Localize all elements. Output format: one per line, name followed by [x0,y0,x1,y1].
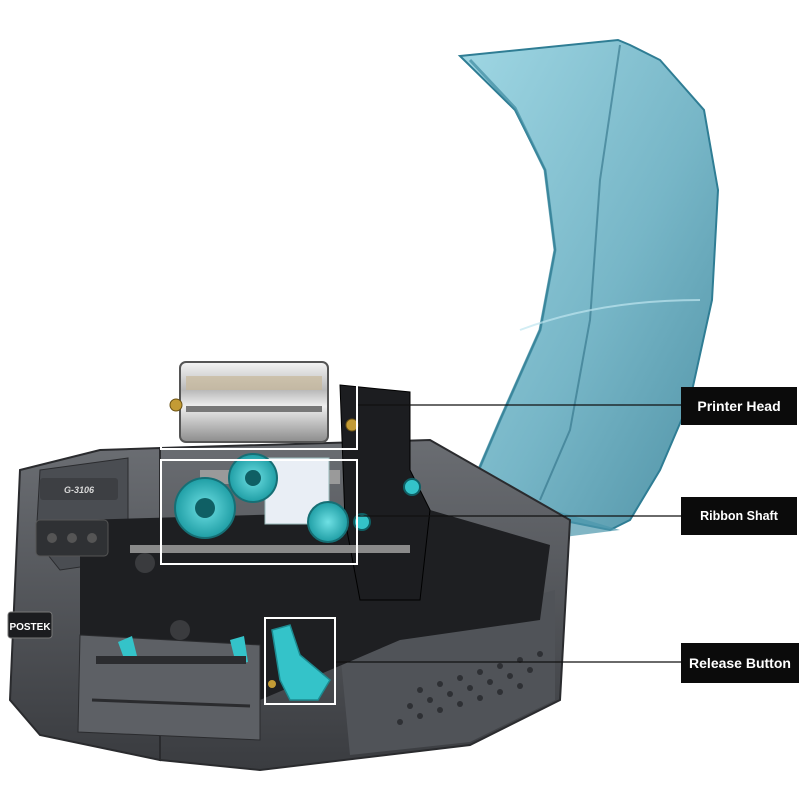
printer-head [169,361,359,443]
ribbon-shaft-assembly [130,453,421,640]
printer-head-label: Printer Head [681,387,797,425]
ribbon-shaft-highlight-box [160,459,358,565]
release-button-highlight-box [264,617,336,705]
release-button [268,624,331,701]
control-panel [35,519,109,557]
ribbon-shaft-label: Ribbon Shaft [681,497,797,535]
model-badge: G-3106 [40,478,118,500]
brand-badge: POSTEK [7,611,53,639]
model-label: G-3106 [64,485,95,495]
release-button-label: Release Button [681,643,799,683]
media-guides [96,636,248,664]
printer-head-highlight-box [160,350,358,450]
brand-label: POSTEK [9,622,51,633]
